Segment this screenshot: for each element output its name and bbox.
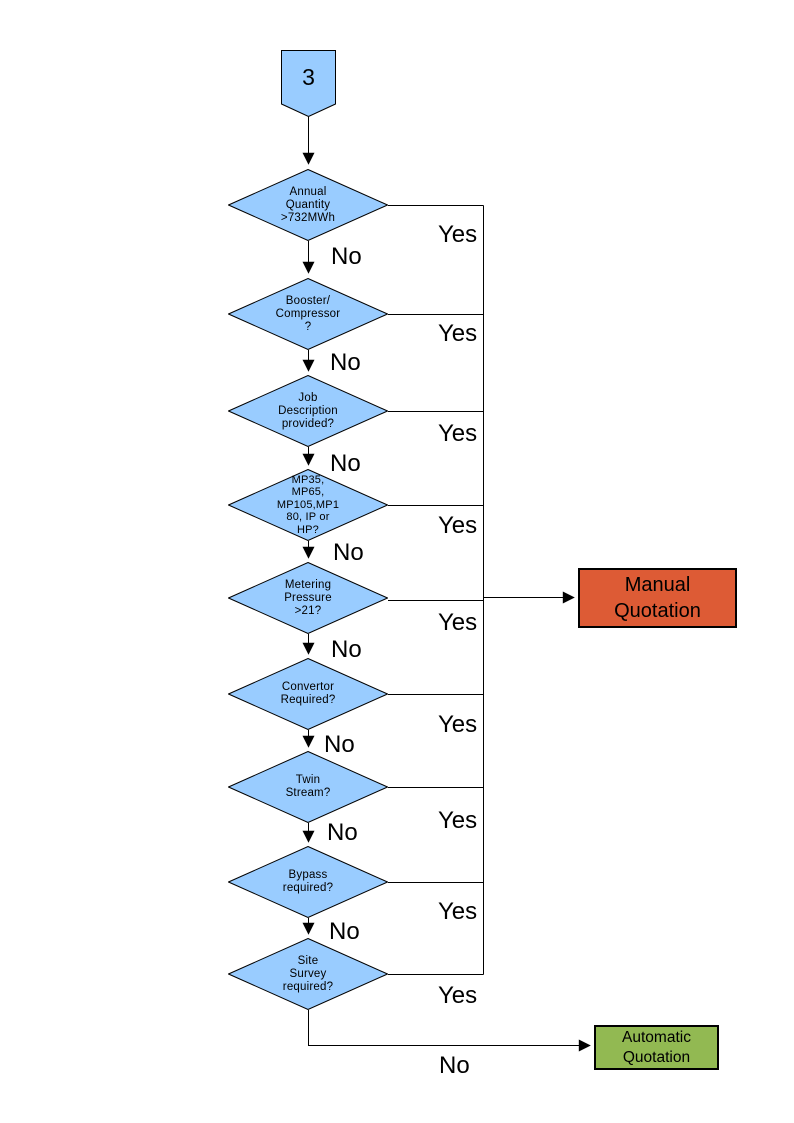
automatic-quotation-label: Automatic Quotation [622,1028,691,1066]
no-label-bypass-required: No [329,918,360,945]
no-label-job-description: No [330,450,361,477]
decision-label: Twin Stream? [285,774,331,799]
diamond-shape-icon [228,169,388,241]
offpage-connector-shape-icon [281,50,336,117]
manual-quotation-box: Manual Quotation [578,568,737,628]
diamond-shape-icon [228,751,388,823]
decision-label: Booster/ Compressor ? [275,294,341,333]
decision-bypass-required: Bypass required? [228,846,388,918]
diamond-shape-icon [228,278,388,350]
decision-job-description: Job Description provided? [228,375,388,447]
no-label-convertor-required: No [324,731,355,758]
decision-label: Bypass required? [282,869,334,894]
decision-metering-pressure: Metering Pressure >21? [228,562,388,634]
decision-convertor-required: Convertor Required? [228,658,388,730]
offpage-connector: 3 [281,50,336,117]
decision-site-survey: Site Survey required? [228,938,388,1010]
no-label-twin-stream: No [327,819,358,846]
yes-label-convertor-required: Yes [438,711,478,738]
decision-meter-type: MP35, MP65, MP105,MP1 80, IP or HP? [228,469,388,541]
no-label-booster-compressor: No [330,349,361,376]
decision-booster-compressor: Booster/ Compressor ? [228,278,388,350]
yes-label-twin-stream: Yes [438,807,478,834]
no-label-metering-pressure: No [331,636,362,663]
diamond-shape-icon [228,562,388,634]
yes-label-site-survey: Yes [438,982,478,1009]
diamond-shape-icon [228,469,388,541]
yes-label-metering-pressure: Yes [438,609,478,636]
decision-label: Metering Pressure >21? [284,578,332,617]
yes-label-annual-quantity: Yes [438,221,478,248]
yes-label-job-description: Yes [438,420,478,447]
no-label-meter-type: No [333,539,364,566]
decision-twin-stream: Twin Stream? [228,751,388,823]
decision-label: Job Description provided? [278,391,338,430]
diamond-shape-icon [228,846,388,918]
manual-quotation-label: Manual Quotation [614,574,701,622]
decision-label: Annual Quantity >732MWh [280,185,336,224]
offpage-connector-label: 3 [302,64,315,90]
decision-label: MP35, MP65, MP105,MP1 80, IP or HP? [276,473,340,536]
decision-annual-quantity: Annual Quantity >732MWh [228,169,388,241]
decision-label: Site Survey required? [282,954,334,993]
diamond-shape-icon [228,658,388,730]
yes-label-booster-compressor: Yes [438,320,478,347]
no-label-site-survey: No [439,1052,470,1079]
yes-label-meter-type: Yes [438,512,478,539]
automatic-quotation-box: Automatic Quotation [594,1025,719,1070]
no-label-annual-quantity: No [331,243,362,270]
decision-label: Convertor Required? [280,681,336,706]
diamond-shape-icon [228,938,388,1010]
diamond-shape-icon [228,375,388,447]
yes-label-bypass-required: Yes [438,898,478,925]
